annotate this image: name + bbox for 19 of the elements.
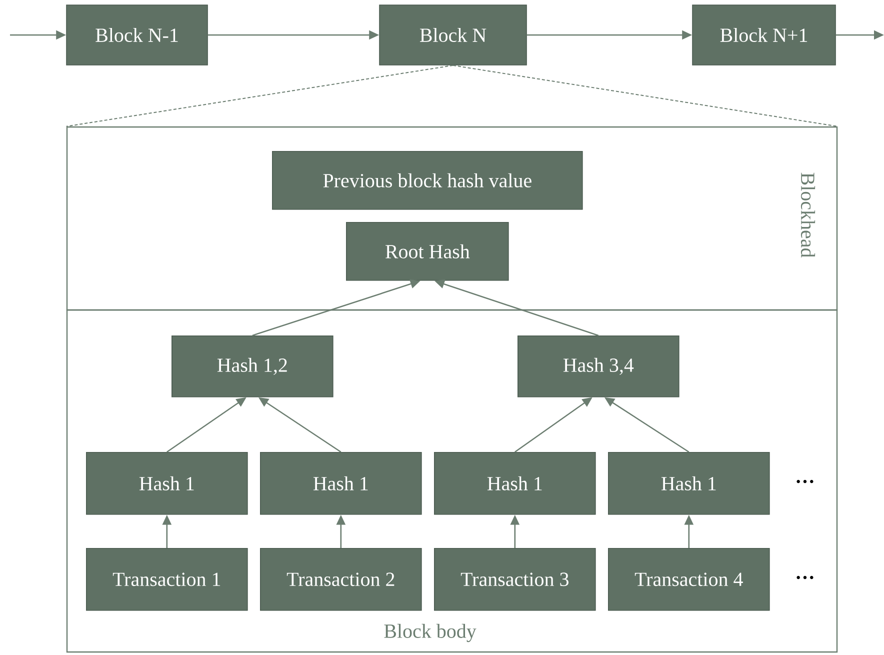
- ellipsis: ···: [796, 480, 814, 484]
- block-box: Block N: [379, 4, 527, 66]
- hash-box: Previous block hash value: [272, 150, 583, 210]
- hash-box: Hash 1,2: [172, 335, 334, 398]
- ellipsis: ···: [796, 576, 814, 580]
- transaction-box: Transaction 1: [86, 548, 248, 611]
- hash-box: Hash 1: [260, 452, 422, 515]
- hash-box: Hash 1: [434, 452, 596, 515]
- zoom-line: [66, 64, 454, 127]
- block-box: Block N-1: [66, 4, 208, 66]
- hash-box: Hash 1: [608, 452, 770, 515]
- hash-box: Hash 1: [86, 452, 248, 515]
- transaction-box: Transaction 2: [260, 548, 422, 611]
- block-box: Block N+1: [692, 4, 836, 66]
- hash-box: Root Hash: [346, 222, 509, 281]
- zoom-line: [452, 64, 838, 127]
- transaction-box: Transaction 4: [608, 548, 770, 611]
- hash-box: Hash 3,4: [518, 335, 680, 398]
- transaction-box: Transaction 3: [434, 548, 596, 611]
